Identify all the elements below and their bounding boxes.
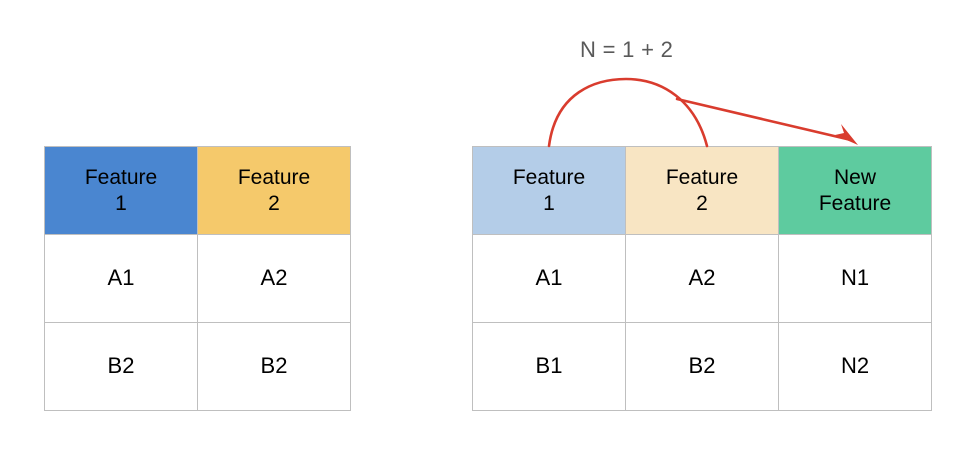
table-row: B1 B2 N2 xyxy=(472,322,932,411)
header-line-2: 2 xyxy=(268,191,280,215)
table-cell: B2 xyxy=(625,322,779,411)
table-header-row: Feature 1 Feature 2 xyxy=(44,146,351,235)
engineered-feature-table: Feature 1 Feature 2 New Feature A1 A2 N1… xyxy=(472,146,932,411)
header-cell-new-feature: New Feature xyxy=(778,146,932,235)
header-cell-feature-2: Feature 2 xyxy=(625,146,779,235)
table-cell: A2 xyxy=(197,234,351,323)
table-cell: A2 xyxy=(625,234,779,323)
header-line-1: Feature xyxy=(665,165,739,189)
header-cell-feature-1: Feature 1 xyxy=(44,146,198,235)
header-line-1: Feature xyxy=(512,165,586,189)
header-cell-feature-2: Feature 2 xyxy=(197,146,351,235)
header-line-2: 1 xyxy=(115,191,127,215)
header-line-1: New xyxy=(833,165,876,189)
original-feature-table: Feature 1 Feature 2 A1 A2 B2 B2 xyxy=(44,146,351,411)
table-cell: B1 xyxy=(472,322,626,411)
header-line-1: Feature xyxy=(237,165,311,189)
table-row: B2 B2 xyxy=(44,322,351,411)
header-line-2: 1 xyxy=(543,191,555,215)
header-cell-feature-1: Feature 1 xyxy=(472,146,626,235)
curved-arc-connector xyxy=(547,77,709,148)
formula-label: N = 1 + 2 xyxy=(580,37,674,62)
table-header-row: Feature 1 Feature 2 New Feature xyxy=(472,146,932,235)
arrow-right-icon xyxy=(835,124,858,145)
table-cell: A1 xyxy=(472,234,626,323)
table-cell: A1 xyxy=(44,234,198,323)
header-line-1: Feature xyxy=(84,165,158,189)
table-row: A1 A2 xyxy=(44,234,351,323)
header-line-2: 2 xyxy=(696,191,708,215)
table-cell: B2 xyxy=(44,322,198,411)
header-line-2: Feature xyxy=(818,191,892,215)
arrow-shaft xyxy=(675,97,853,142)
table-cell: N1 xyxy=(778,234,932,323)
table-cell: N2 xyxy=(778,322,932,411)
table-row: A1 A2 N1 xyxy=(472,234,932,323)
table-cell: B2 xyxy=(197,322,351,411)
